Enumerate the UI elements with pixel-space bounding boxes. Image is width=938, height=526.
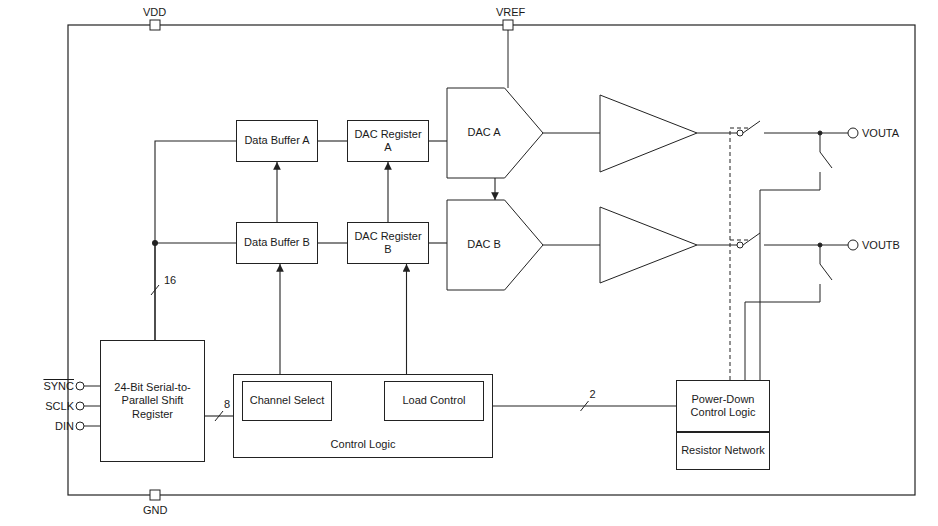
node-text: Data Buffer B	[244, 236, 310, 249]
pin-name: VREF	[496, 6, 525, 18]
connector	[155, 243, 236, 340]
pin-square	[503, 20, 513, 30]
pin-circle	[76, 382, 84, 390]
node-text: DAC A	[467, 126, 500, 139]
connector	[276, 162, 277, 222]
pin-wire	[84, 386, 100, 387]
switch-blade	[820, 152, 832, 168]
amplifier-symbol	[600, 95, 697, 172]
control-dashed-line	[730, 240, 750, 241]
node-text: DAC Register B	[352, 230, 424, 256]
node-text: DAC Register A	[352, 128, 424, 154]
pin-wire	[84, 426, 100, 427]
node-text: Data Buffer A	[244, 134, 309, 147]
shunt-wire	[820, 172, 821, 190]
bus-slash	[215, 411, 223, 421]
switch-contact	[737, 242, 743, 248]
connector	[279, 264, 280, 381]
chip-outline	[68, 25, 915, 495]
dac-outline-shape	[447, 200, 543, 290]
shunt-wire	[745, 302, 820, 380]
switch-contact	[737, 130, 743, 136]
pin-name: DIN	[55, 420, 74, 432]
connector	[406, 264, 407, 381]
control-dashed-line	[730, 128, 731, 380]
output-wire	[764, 133, 848, 134]
node-text: Load Control	[403, 394, 466, 407]
bus-width-label: 2	[589, 388, 597, 400]
control-logic-box: Control Logic Channel Select Load Control	[233, 374, 493, 458]
node-text: Resistor Network	[681, 444, 765, 457]
dac-to-amp-wire	[543, 133, 600, 134]
output-pin	[848, 240, 858, 250]
connector	[318, 140, 347, 141]
node-text: DAC B	[467, 238, 501, 251]
shunt-wire	[820, 133, 821, 152]
dac-outline-shape	[447, 88, 543, 178]
power-down-box: Power-Down Control Logic	[676, 380, 770, 432]
pin-wire	[84, 406, 100, 407]
switch-blade	[743, 121, 760, 133]
bus-slash	[581, 401, 589, 411]
resistor-network-box: Resistor Network	[676, 432, 770, 470]
switch-blade	[743, 233, 760, 245]
amplifier-symbol	[600, 207, 697, 283]
switch-blade	[820, 264, 832, 280]
shift-register-box: 24-Bit Serial-to-Parallel Shift Register	[100, 340, 205, 462]
node-text: Control Logic	[331, 438, 396, 451]
pin-name: VDD	[143, 6, 166, 18]
channel-select-box: Channel Select	[242, 381, 332, 421]
shunt-wire	[820, 245, 821, 264]
dac-block: DAC B	[447, 200, 543, 290]
connector	[155, 141, 236, 340]
dac-register-box: DAC Register B	[347, 222, 429, 264]
connector	[387, 162, 388, 222]
dac-block: DAC A	[447, 88, 543, 178]
dac-to-amp-wire	[543, 245, 600, 246]
bus-width-label: 16	[163, 274, 177, 286]
output-pin	[848, 128, 858, 138]
pin-name: GND	[143, 504, 167, 516]
shunt-wire	[760, 190, 820, 380]
pin-circle	[76, 402, 84, 410]
pin-square	[150, 20, 160, 30]
connector	[318, 242, 347, 243]
node-text: Channel Select	[250, 394, 325, 407]
load-control-box: Load Control	[384, 381, 484, 421]
node-text: Power-Down Control Logic	[681, 393, 765, 419]
output-switches	[697, 121, 858, 380]
connector	[429, 140, 447, 141]
control-dashed-line	[730, 128, 750, 129]
node-text: 24-Bit Serial-to-Parallel Shift Register	[105, 381, 200, 421]
bus-width-label: 8	[223, 398, 231, 410]
connector	[494, 178, 495, 200]
data-buffer-box: Data Buffer A	[236, 120, 318, 162]
output-wire	[697, 245, 737, 246]
input-pins	[76, 382, 100, 430]
pin-circle	[76, 422, 84, 430]
output-wire	[764, 245, 848, 246]
vref-wire	[508, 30, 509, 88]
shunt-wire	[820, 284, 821, 302]
pin-name: SYNC	[43, 380, 74, 392]
pin-name: VOUTA	[862, 127, 899, 139]
pin-name: VOUTB	[862, 239, 900, 251]
pin-name: SCLK	[45, 400, 74, 412]
output-wire	[697, 133, 737, 134]
dac-register-box: DAC Register A	[347, 120, 429, 162]
data-buffer-box: Data Buffer B	[236, 222, 318, 264]
pin-square	[150, 490, 160, 500]
connector	[429, 242, 447, 243]
